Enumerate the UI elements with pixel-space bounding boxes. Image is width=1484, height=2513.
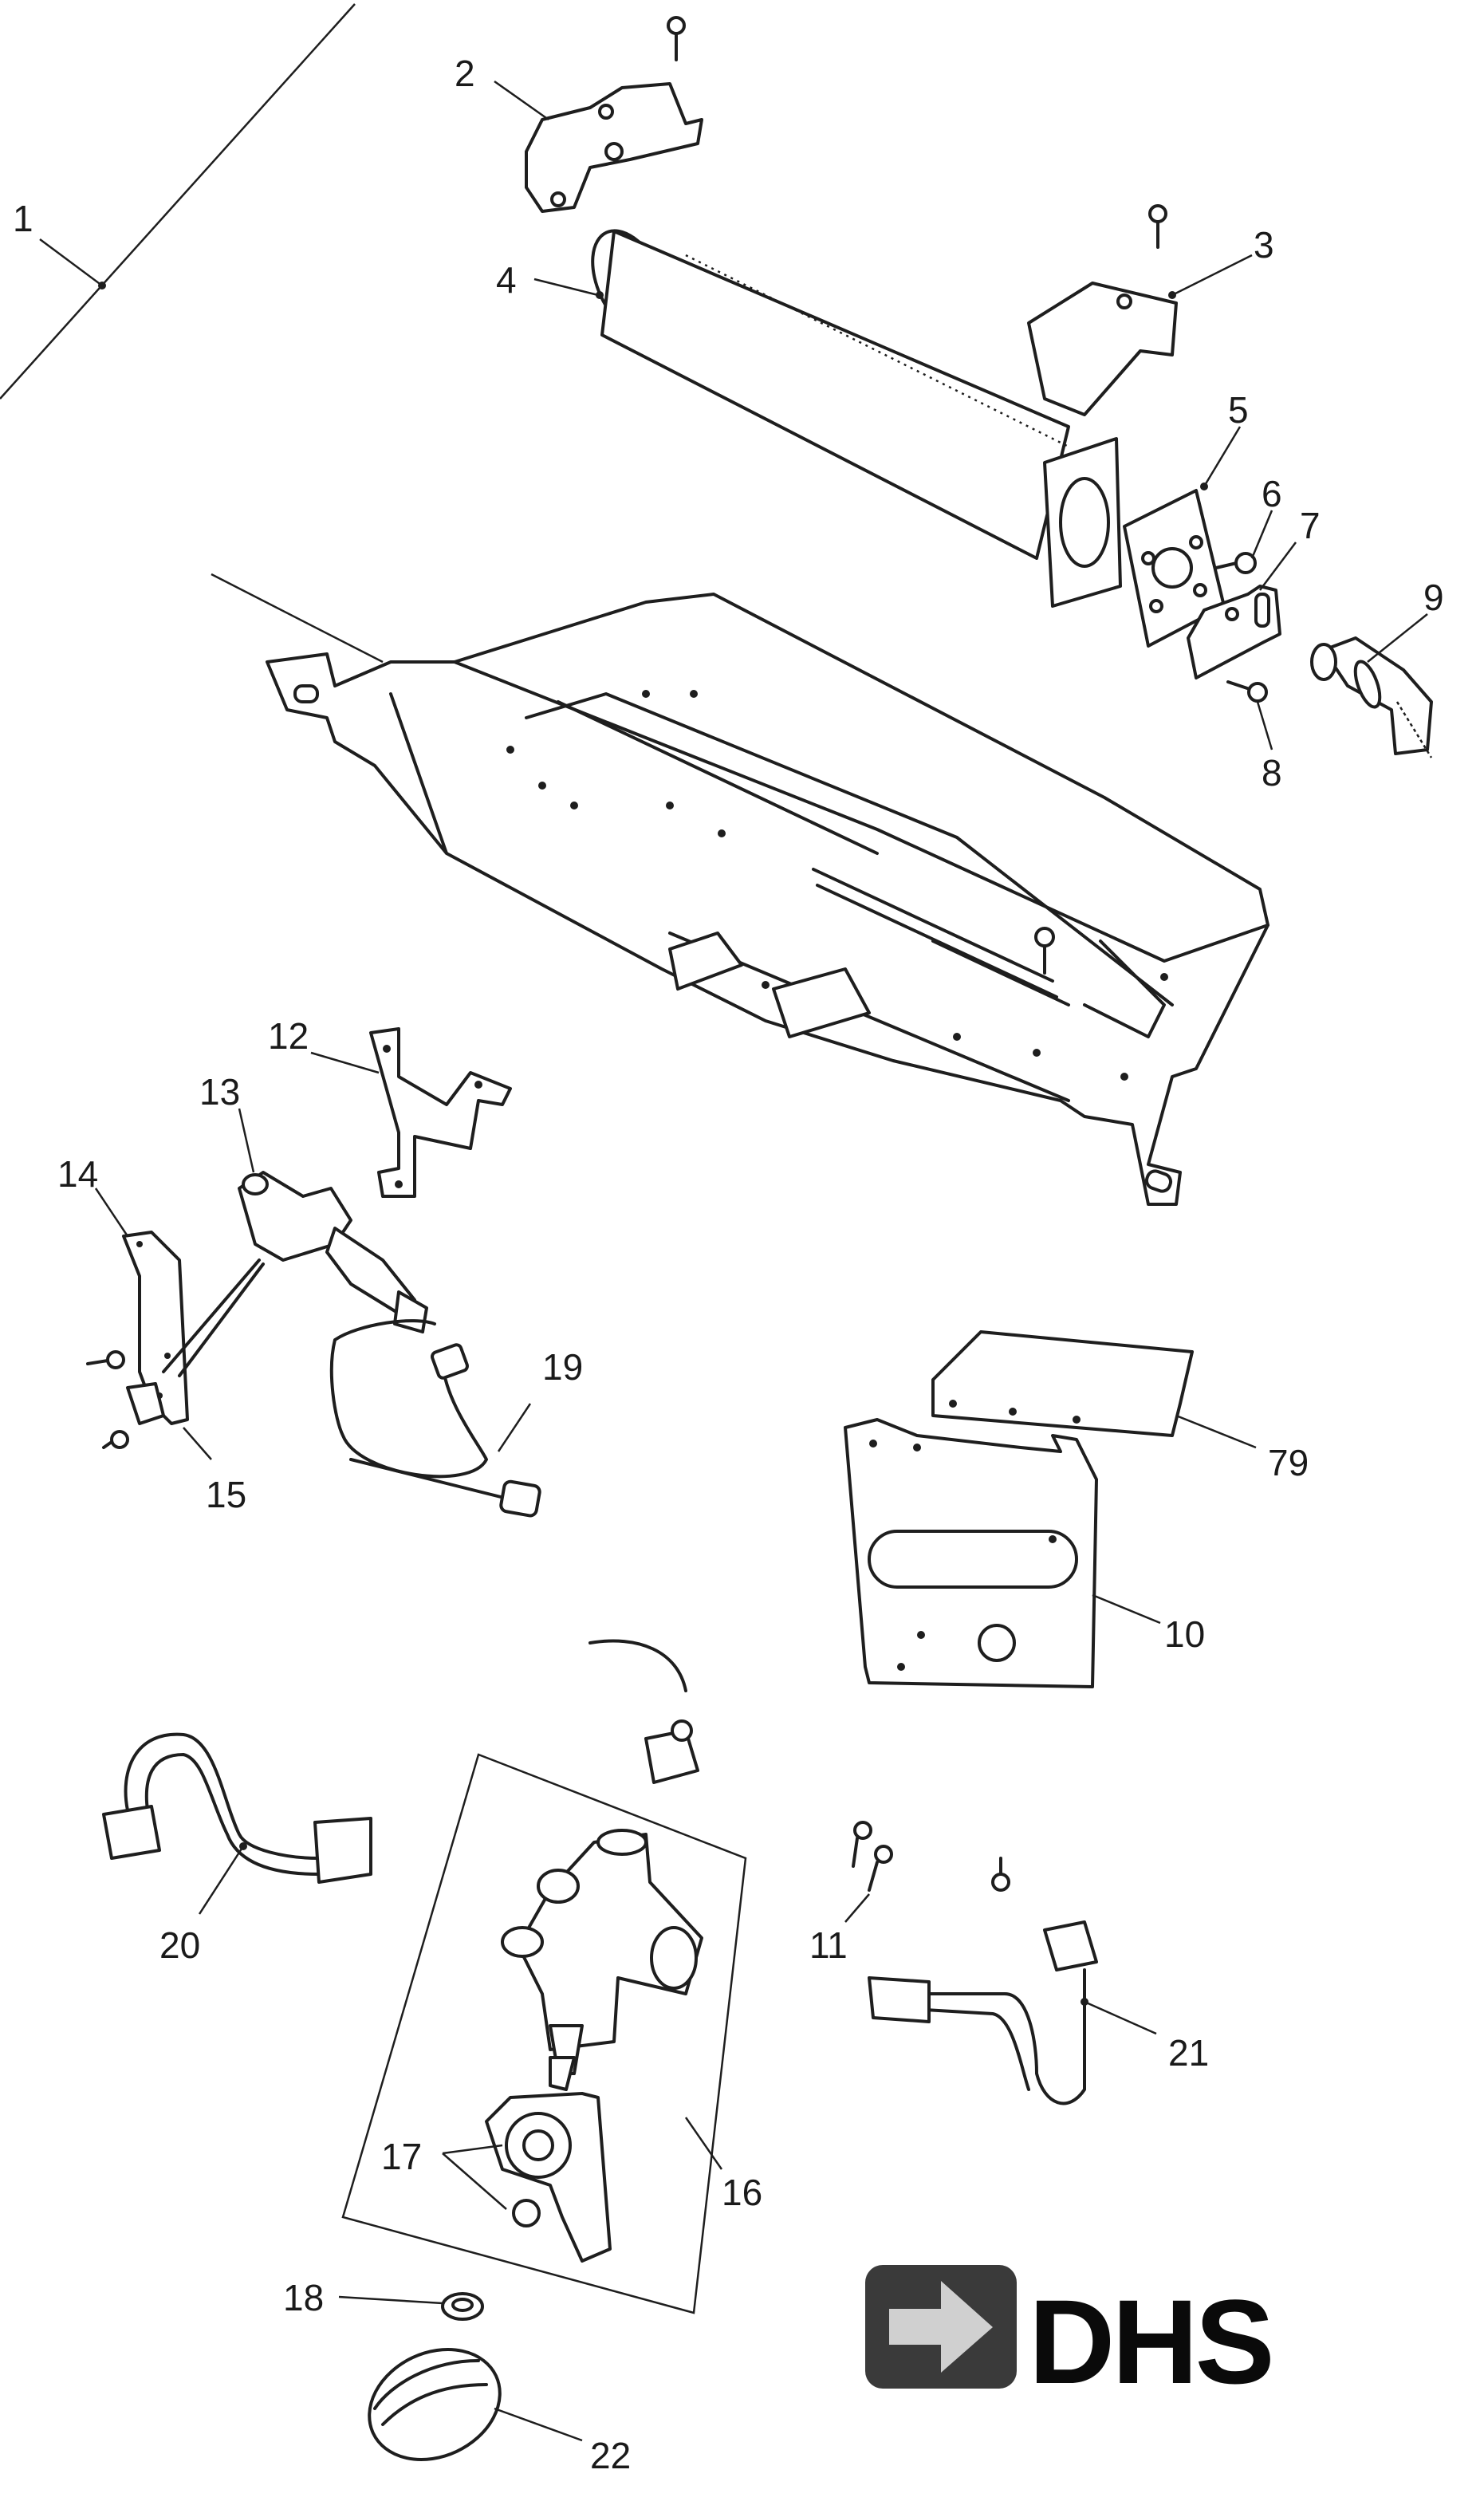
part-12-bracket (310, 1027, 512, 1198)
part-8-screw (1226, 680, 1273, 750)
label-1: 1 (13, 198, 33, 239)
label-6: 6 (1262, 473, 1282, 514)
label-8: 8 (1262, 752, 1282, 794)
part-14-bracket (94, 1188, 189, 1425)
label-3: 3 (1254, 224, 1274, 266)
part-9-elbow-fitting (1310, 613, 1433, 758)
label-5: 5 (1228, 389, 1249, 431)
label-15: 15 (206, 1474, 246, 1515)
part-20-gas-tube (102, 1732, 372, 1915)
bracket-screw-top (86, 1350, 125, 1369)
part-11-screws (844, 1821, 1010, 1923)
label-10: 10 (1164, 1613, 1205, 1655)
part-15-clip (126, 1258, 265, 1460)
main-burner-tray (211, 573, 1269, 1206)
arrow-icon (889, 2281, 993, 2373)
label-14: 14 (57, 1153, 98, 1195)
part-79-cover (931, 1330, 1257, 1449)
label-7: 7 (1300, 505, 1321, 546)
part-6-screw (1214, 510, 1273, 574)
label-13: 13 (199, 1071, 240, 1113)
part-17-knob-retainer (442, 2092, 612, 2263)
part-4-burner-tube (533, 229, 1122, 608)
top-screw (667, 16, 686, 61)
label-20: 20 (159, 1924, 200, 1966)
label-12: 12 (268, 1015, 309, 1057)
dhs-logo: DHS (865, 2265, 1275, 2409)
part-2-bracket (494, 80, 703, 213)
label-21: 21 (1168, 2032, 1209, 2074)
label-79: 79 (1268, 1442, 1309, 1483)
part-5-gasket (1123, 426, 1242, 648)
label-2: 2 (455, 53, 475, 94)
part-1-bracket-line (0, 3, 356, 400)
part-16-gas-valve-box (341, 1753, 747, 2314)
logo-wordmark: DHS (1029, 2275, 1272, 2409)
part-21-tube (868, 1920, 1157, 2105)
label-16: 16 (722, 2172, 762, 2213)
label-4: 4 (496, 259, 517, 301)
label-18: 18 (283, 2277, 324, 2318)
part-19-pilot-tube (329, 1319, 541, 1518)
label-9: 9 (1423, 577, 1444, 618)
label-11: 11 (809, 1924, 848, 1966)
bracket-screw-bottom (102, 1430, 129, 1449)
part-18-retaining-ring (338, 2292, 484, 2321)
part-22-control-knob (368, 2348, 583, 2461)
part-10-plate (844, 1418, 1161, 1688)
label-17: 17 (381, 2136, 422, 2177)
thermocouple-lead (588, 1639, 699, 1784)
part-7-plate (1187, 542, 1297, 679)
label-22: 22 (590, 2435, 631, 2476)
callout-labels: 1 2 3 4 5 6 7 8 9 10 11 12 13 14 15 16 1… (13, 53, 1444, 2476)
screw-part-3 (1148, 204, 1167, 249)
part-3-bracket (1027, 254, 1253, 416)
label-19: 19 (542, 1346, 583, 1388)
